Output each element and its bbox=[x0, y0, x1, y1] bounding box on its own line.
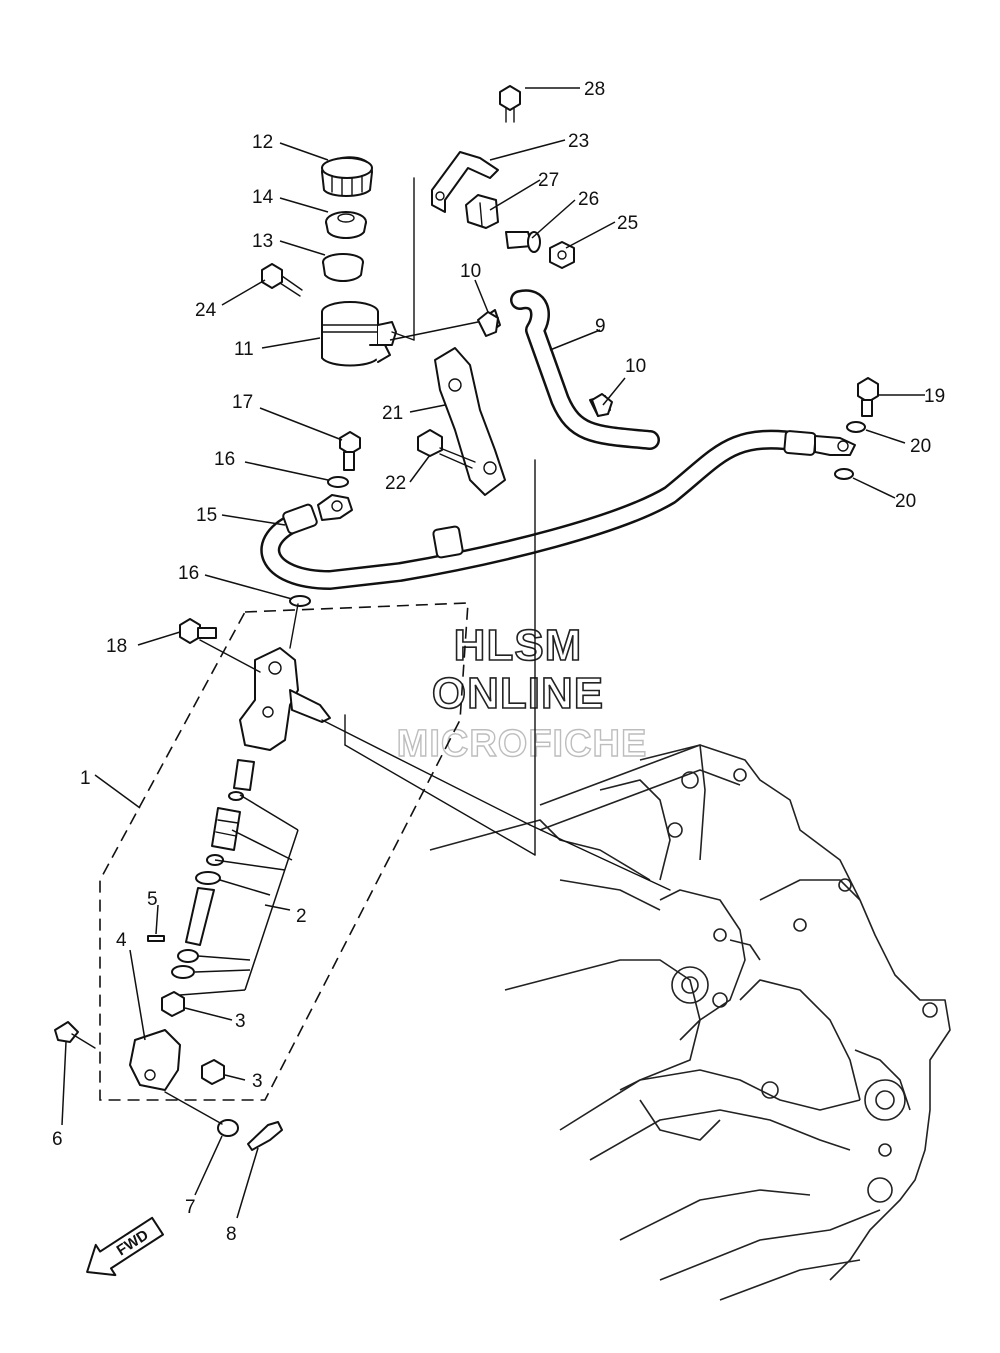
callout-4: 4 bbox=[116, 930, 127, 951]
vehicle-frame bbox=[429, 744, 951, 1301]
clamp-10-upper bbox=[477, 311, 499, 337]
callout-24: 24 bbox=[195, 300, 217, 321]
diaphragm-13 bbox=[322, 253, 364, 282]
copper-washer-16-lower bbox=[289, 595, 311, 607]
washer-7 bbox=[217, 1119, 239, 1137]
callout-8: 8 bbox=[226, 1224, 237, 1245]
callout-16-lower: 16 bbox=[178, 563, 199, 584]
callout-2: 2 bbox=[296, 906, 307, 927]
watermark: HLSM ONLINE MICROFICHE bbox=[396, 620, 648, 766]
diaphragm-holder-14 bbox=[325, 211, 367, 239]
callout-6: 6 bbox=[52, 1129, 63, 1150]
brake-hose-15 bbox=[260, 429, 856, 590]
callout-7: 7 bbox=[185, 1197, 196, 1218]
callout-19: 19 bbox=[924, 386, 945, 407]
callout-12: 12 bbox=[252, 132, 273, 153]
copper-washer-16-upper bbox=[327, 476, 349, 488]
callout-3-lower: 3 bbox=[252, 1071, 263, 1092]
pin-5 bbox=[147, 935, 165, 942]
piston-kit-2 bbox=[171, 759, 255, 979]
callout-21: 21 bbox=[382, 403, 403, 424]
callout-16-upper: 16 bbox=[214, 449, 235, 470]
callout-1: 1 bbox=[80, 768, 91, 789]
callout-28: 28 bbox=[584, 79, 605, 100]
nut-25 bbox=[549, 241, 575, 269]
callout-3-upper: 3 bbox=[235, 1011, 246, 1032]
callout-18: 18 bbox=[106, 636, 127, 657]
cotter-pin-8 bbox=[247, 1121, 283, 1151]
union-bolt-19 bbox=[857, 377, 879, 417]
callout-25: 25 bbox=[617, 213, 638, 234]
locknut-3-lower bbox=[201, 1059, 225, 1085]
bolt-18 bbox=[179, 618, 217, 644]
fwd-arrow-icon: FWD bbox=[86, 1216, 164, 1277]
callout-17: 17 bbox=[232, 392, 253, 413]
pin-6 bbox=[54, 1021, 96, 1049]
bracket-23 bbox=[431, 151, 499, 213]
union-bolt-17 bbox=[339, 431, 361, 471]
leader-lines bbox=[61, 87, 925, 1219]
callout-20-lower: 20 bbox=[895, 491, 916, 512]
callout-20-upper: 20 bbox=[910, 436, 931, 457]
master-cylinder-body bbox=[239, 647, 331, 751]
collar-26 bbox=[505, 231, 541, 253]
copper-washer-20-lower bbox=[834, 468, 854, 480]
grommet-27 bbox=[465, 194, 499, 229]
screw-24 bbox=[261, 263, 303, 297]
bolt-22 bbox=[417, 429, 476, 469]
assembly-boundary bbox=[99, 602, 469, 1101]
bolt-28 bbox=[499, 85, 521, 123]
callout-23: 23 bbox=[568, 131, 589, 152]
callout-15: 15 bbox=[196, 505, 217, 526]
callout-27: 27 bbox=[538, 170, 559, 191]
callout-11: 11 bbox=[234, 339, 254, 360]
callout-10-upper: 10 bbox=[460, 261, 481, 282]
joint-4 bbox=[129, 1029, 181, 1091]
callout-26: 26 bbox=[578, 189, 599, 210]
watermark-line-2: ONLINE bbox=[432, 669, 604, 718]
watermark-line-1: HLSM bbox=[454, 621, 583, 670]
callout-labels: 28 23 27 26 25 12 14 13 24 11 10 9 10 17… bbox=[52, 79, 945, 1245]
callout-13: 13 bbox=[252, 231, 273, 252]
hose-guide-21 bbox=[434, 347, 506, 496]
callout-10-lower: 10 bbox=[625, 356, 646, 377]
reservoir-cap-12 bbox=[321, 156, 373, 197]
locknut-3-upper bbox=[161, 991, 185, 1017]
callout-22: 22 bbox=[385, 473, 406, 494]
copper-washer-20-upper bbox=[846, 421, 866, 433]
reservoir-tank-11 bbox=[321, 301, 397, 367]
callout-14: 14 bbox=[252, 187, 274, 208]
watermark-line-3: MICROFICHE bbox=[397, 723, 648, 765]
callout-5: 5 bbox=[147, 889, 158, 910]
callout-9: 9 bbox=[595, 316, 606, 337]
